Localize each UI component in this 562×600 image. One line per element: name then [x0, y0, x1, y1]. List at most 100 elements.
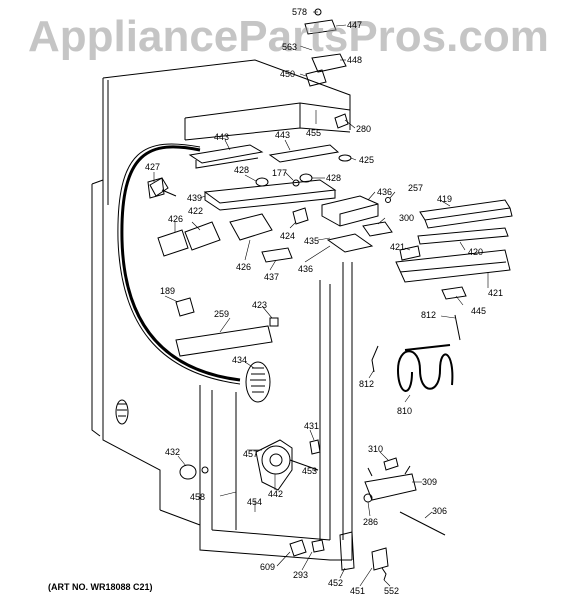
- fan-motor: [261, 445, 291, 475]
- mullion-cover: [188, 144, 264, 169]
- grommet-431: [309, 439, 321, 455]
- left-inner-wall: [199, 385, 331, 541]
- callout-421: 421: [488, 288, 504, 298]
- fan-bracket-442: [255, 439, 293, 491]
- hinge-452: [339, 531, 355, 571]
- callout-458: 458: [190, 492, 206, 502]
- callout-422: 422: [188, 206, 204, 216]
- callout-259: 259: [214, 309, 230, 319]
- connector-427: [147, 177, 165, 199]
- callout-443: 443: [214, 132, 230, 142]
- callout-427: 427: [145, 162, 161, 172]
- callout-286: 286: [363, 517, 379, 527]
- callout-812: 812: [359, 379, 375, 389]
- drain-opening: [115, 399, 129, 425]
- bracket-309: [364, 465, 417, 501]
- callout-300: 300: [399, 213, 415, 223]
- callout-453: 453: [302, 466, 318, 476]
- callout-306: 306: [432, 506, 448, 516]
- inner-divider-wall: [319, 262, 353, 560]
- callout-457: 457: [243, 449, 259, 459]
- part-421a: [399, 245, 421, 261]
- cabinet-outer-shell: [91, 59, 351, 510]
- callout-451: 451: [350, 586, 366, 596]
- grille-434: [245, 361, 271, 403]
- frame-421: [395, 249, 511, 283]
- screw-552: [381, 567, 387, 581]
- callout-442: 442: [268, 489, 284, 499]
- callout-436: 436: [298, 264, 314, 274]
- callout-439: 439: [187, 193, 203, 203]
- callout-435: 435: [304, 236, 320, 246]
- freezer-top-liner: [184, 102, 351, 141]
- callout-445: 445: [471, 306, 487, 316]
- hinge-451: [371, 547, 389, 571]
- callout-177: 177: [272, 168, 288, 178]
- callout-455: 455: [306, 128, 322, 138]
- callout-434: 434: [232, 355, 248, 365]
- part-177: [292, 179, 300, 187]
- callout-421: 421: [390, 242, 406, 252]
- callout-431: 431: [304, 421, 320, 431]
- callout-293: 293: [293, 570, 309, 580]
- watermark: AppliancePartsPros.com: [28, 12, 549, 61]
- callout-437: 437: [264, 272, 280, 282]
- light-socket: [362, 221, 393, 237]
- part-425: [338, 154, 352, 162]
- shelf-rail-419: [419, 199, 513, 229]
- rail-259: [175, 325, 273, 357]
- callout-432: 432: [165, 447, 181, 457]
- part-445: [441, 286, 467, 300]
- thermostat-knob: [255, 177, 269, 187]
- screw-257: [385, 197, 391, 203]
- callout-447: 447: [347, 20, 363, 30]
- vent-426b: [229, 213, 273, 241]
- air-duct-plate: [203, 179, 337, 211]
- callout-189: 189: [160, 286, 176, 296]
- vent-422: [184, 221, 221, 251]
- tube-812b: [371, 345, 379, 373]
- callout-310: 310: [368, 444, 384, 454]
- part-447: [304, 19, 337, 35]
- tube-812a: [454, 314, 461, 341]
- callout-280: 280: [356, 124, 372, 134]
- art-number: (ART NO. WR18088 C21): [48, 582, 153, 592]
- screw-310: [383, 457, 399, 471]
- part-609: [289, 539, 307, 557]
- callout-448: 448: [347, 55, 363, 65]
- control-box: [321, 195, 379, 227]
- part-189: [175, 297, 195, 317]
- callout-424: 424: [280, 231, 296, 241]
- callout-425: 425: [359, 155, 375, 165]
- callout-563: 563: [282, 42, 298, 52]
- callout-309: 309: [422, 477, 438, 487]
- callout-428: 428: [234, 165, 250, 175]
- bracket-448: [311, 53, 347, 73]
- clip-423: [269, 317, 279, 327]
- callout-426: 426: [168, 214, 184, 224]
- damper-cover: [268, 144, 340, 163]
- baffle-436: [326, 233, 374, 253]
- part-280: [334, 113, 349, 129]
- callout-428: 428: [326, 173, 342, 183]
- coil-810: [397, 344, 454, 392]
- callout-426: 426: [236, 262, 252, 272]
- callout-450: 450: [280, 69, 296, 79]
- callout-552: 552: [384, 586, 400, 596]
- part-450: [305, 69, 327, 87]
- callout-423: 423: [252, 300, 268, 310]
- leader-lines: [153, 11, 489, 587]
- callout-452: 452: [328, 578, 344, 588]
- plate-437: [261, 247, 293, 263]
- callout-436: 436: [377, 187, 393, 197]
- knob-428b: [299, 173, 313, 183]
- shelf-rail-420: [417, 227, 509, 245]
- thermistor-424: [292, 207, 309, 225]
- callout-419: 419: [437, 194, 453, 204]
- bottom-edge: [159, 509, 352, 561]
- rod-306: [399, 511, 446, 536]
- vent-426a: [157, 229, 189, 257]
- callout-609: 609: [260, 562, 276, 572]
